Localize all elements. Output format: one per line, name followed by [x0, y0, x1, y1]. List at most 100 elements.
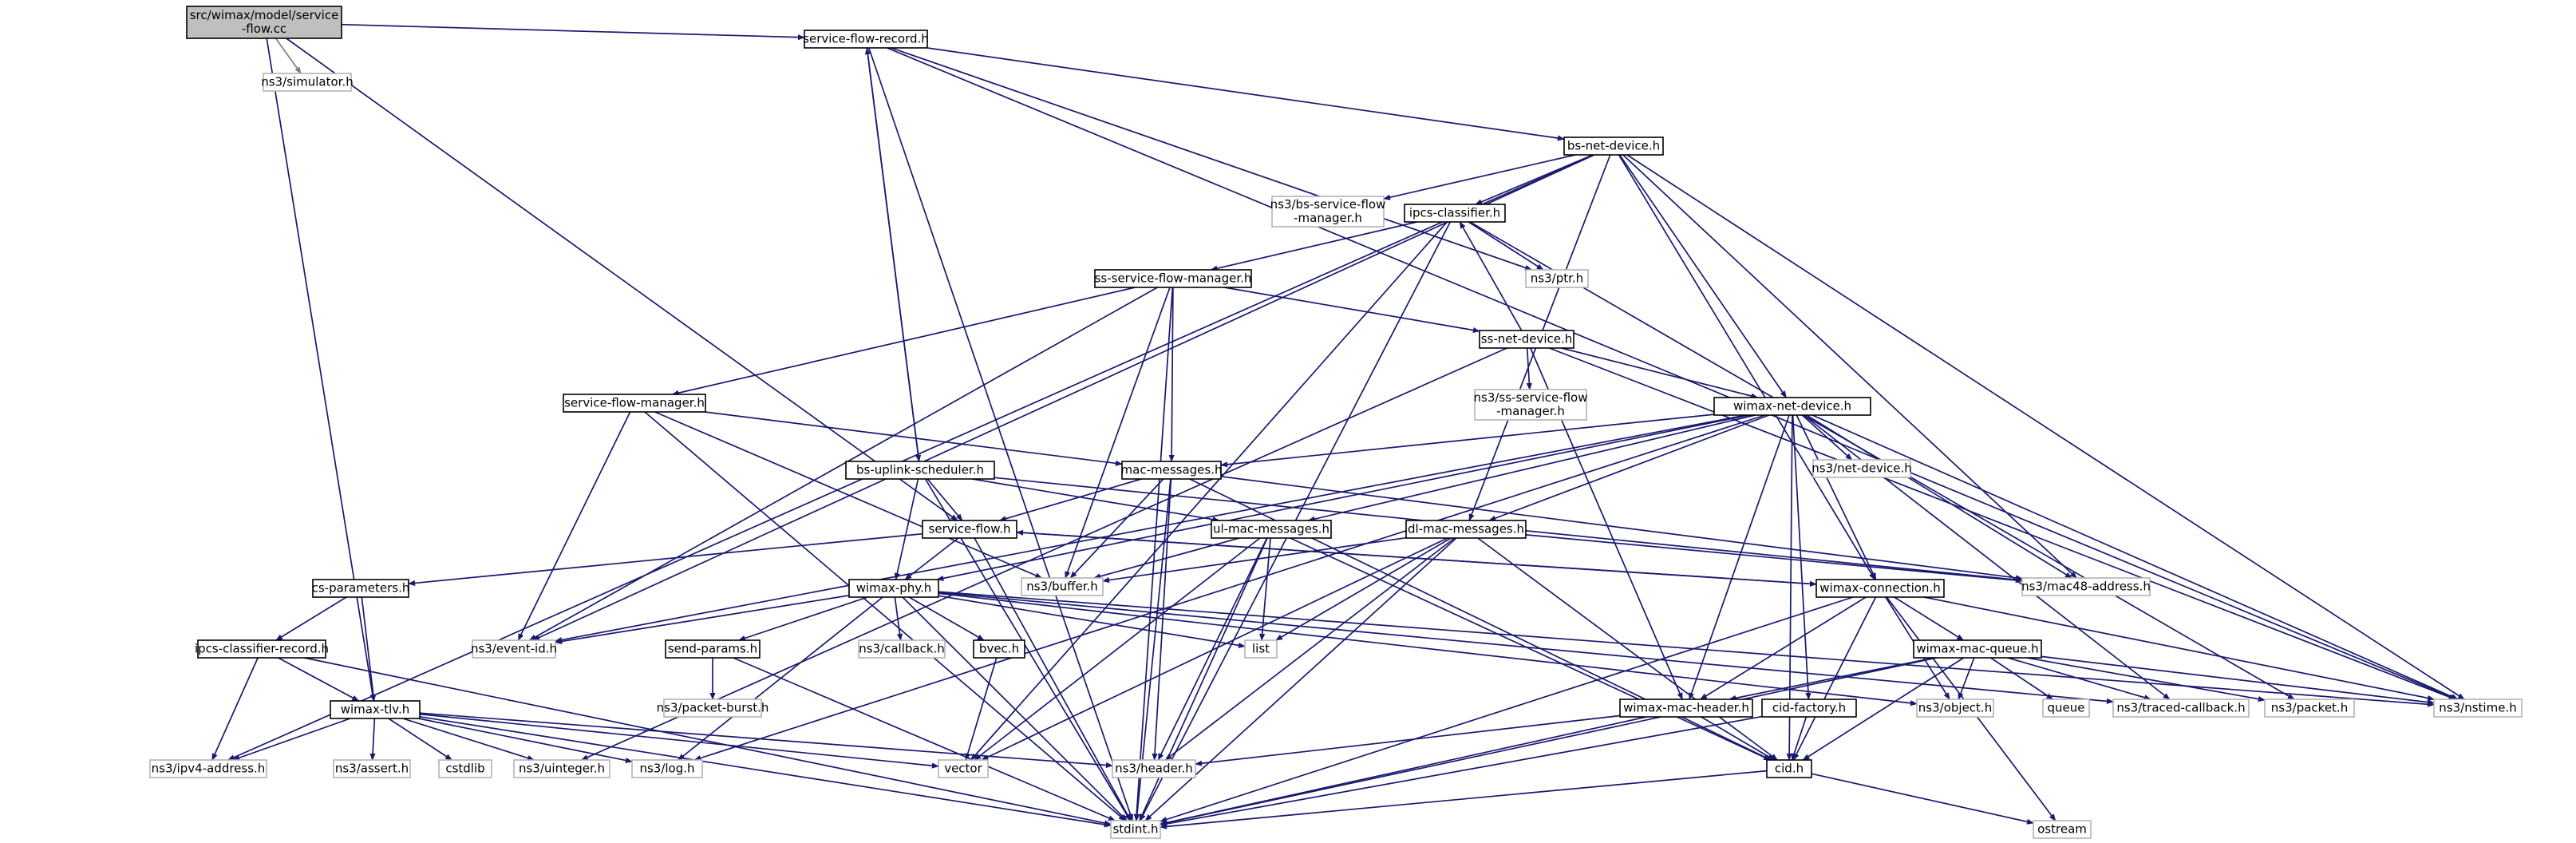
edge-wimaxphy-to-sendparams — [738, 596, 868, 641]
edge-sfm-to-stdint — [644, 411, 1126, 821]
node-cidfactory[interactable]: cid-factory.h — [1761, 699, 1857, 718]
node-csparams[interactable]: cs-parameters.h — [312, 579, 410, 598]
node-label: -flow.cc — [242, 22, 286, 36]
node-bsnet[interactable]: bs-net-device.h — [1563, 137, 1664, 156]
node-list[interactable]: list — [1244, 639, 1278, 659]
edge-wimaxnet-to-cidfactory — [1792, 414, 1811, 700]
node-label: wimax-tlv.h — [341, 702, 410, 717]
node-macmsg[interactable]: mac-messages.h — [1121, 461, 1223, 480]
node-ostream[interactable]: ostream — [2033, 820, 2092, 839]
node-macheader[interactable]: wimax-mac-header.h — [1619, 699, 1753, 718]
edge-csparams-to-ipcsrec — [275, 596, 347, 641]
node-sssfmgr[interactable]: ns3/ss-service-flow-manager.h — [1474, 389, 1588, 421]
node-queue[interactable]: queue — [2042, 699, 2090, 718]
edge-wimaxnet-to-macmsg — [1220, 414, 1715, 468]
node-log[interactable]: ns3/log.h — [631, 759, 703, 778]
node-assert[interactable]: ns3/assert.h — [333, 759, 411, 778]
node-ptr[interactable]: ns3/ptr.h — [1525, 269, 1589, 288]
edge-sfrecord-to-ptr — [891, 47, 1533, 271]
edge-tlv-to-uinteger — [402, 718, 535, 761]
node-mac48[interactable]: ns3/mac48-address.h — [2021, 577, 2151, 596]
edge-bsnet-to-wimaxnet — [1618, 154, 1788, 398]
node-label: ns3/packet.h — [2271, 701, 2348, 715]
edge-wimaxphy-to-nstime — [938, 591, 2435, 707]
edge-bsnet-to-mac48 — [1622, 154, 2077, 579]
node-nstime[interactable]: ns3/nstime.h — [2433, 699, 2523, 718]
node-label: ss-service-flow-manager.h — [1095, 271, 1252, 286]
node-sfrecord[interactable]: service-flow-record.h — [803, 30, 929, 49]
node-label: service-flow.h — [929, 522, 1011, 536]
node-dlmac[interactable]: dl-mac-messages.h — [1405, 520, 1527, 539]
node-label: ns3/traced-callback.h — [2116, 701, 2245, 715]
node-wimaxphy[interactable]: wimax-phy.h — [848, 579, 939, 598]
edge-bsup-to-ulmac — [972, 478, 1220, 523]
node-label: cs-parameters.h — [312, 581, 410, 596]
edge-wimaxnet-to-netdevice — [1801, 414, 1853, 461]
node-packet[interactable]: ns3/packet.h — [2264, 699, 2355, 718]
node-buffer[interactable]: ns3/buffer.h — [1021, 577, 1104, 596]
edge-dlmac-to-list — [1275, 537, 1452, 641]
node-traced[interactable]: ns3/traced-callback.h — [2112, 699, 2250, 718]
node-sssfm[interactable]: ss-service-flow-manager.h — [1094, 269, 1252, 288]
node-label: list — [1252, 642, 1270, 656]
node-label: ss-net-device.h — [1481, 332, 1573, 346]
node-label: wimax-phy.h — [856, 581, 932, 596]
edge-dlmac-to-stdint — [1144, 537, 1457, 821]
edge-sfrecord-to-nstime — [887, 47, 2458, 700]
edge-sfm-to-buffer — [654, 411, 1043, 579]
node-ipv4[interactable]: ns3/ipv4-address.h — [149, 759, 267, 778]
edge-root-to-sfrecord — [341, 23, 805, 41]
node-label: ns3/packet-burst.h — [657, 701, 769, 715]
node-vector[interactable]: vector — [938, 759, 989, 778]
edge-wimaxphy-to-stdint — [902, 596, 1128, 821]
node-stdint[interactable]: stdint.h — [1110, 820, 1161, 839]
node-wimaxnet[interactable]: wimax-net-device.h — [1713, 397, 1871, 416]
node-label: ns3/uinteger.h — [519, 762, 605, 776]
node-object[interactable]: ns3/object.h — [1916, 699, 1994, 718]
node-label: cstdlib — [445, 762, 484, 776]
node-label: -manager.h — [1294, 211, 1362, 225]
edge-root-to-simulator — [275, 38, 302, 74]
node-wimaxconn[interactable]: wimax-connection.h — [1815, 579, 1945, 598]
edge-ipcsrec-to-stdint — [304, 657, 1112, 826]
node-ipcsrec[interactable]: ipcs-classifier-record.h — [195, 639, 329, 659]
node-label: -manager.h — [1496, 404, 1565, 418]
node-callback[interactable]: ns3/callback.h — [858, 639, 946, 659]
node-sfm[interactable]: service-flow-manager.h — [563, 394, 706, 413]
node-label: ul-mac-messages.h — [1213, 522, 1329, 536]
node-bvec[interactable]: bvec.h — [973, 639, 1025, 659]
edge-sfrecord-to-bsnet — [926, 47, 1565, 141]
edge-ssnet-to-sssfmgr — [1526, 347, 1532, 390]
node-label: dl-mac-messages.h — [1408, 522, 1524, 536]
node-sendparams[interactable]: send-params.h — [665, 639, 761, 659]
edge-wimaxconn-to-macheader — [1700, 596, 1867, 700]
node-label: ns3/log.h — [639, 762, 694, 776]
node-cid[interactable]: cid.h — [1766, 759, 1812, 778]
node-netdevice[interactable]: ns3/net-device.h — [1811, 459, 1912, 478]
edge-bvec-to-vector — [965, 657, 998, 761]
node-ulmac[interactable]: ul-mac-messages.h — [1211, 520, 1332, 539]
node-packetburst[interactable]: ns3/packet-burst.h — [657, 699, 769, 718]
node-root[interactable]: src/wimax/model/service-flow.cc — [186, 6, 342, 39]
edge-macqueue-to-traced — [2007, 657, 2151, 701]
node-header[interactable]: ns3/header.h — [1112, 759, 1196, 778]
edge-wimaxnet-to-wimaxconn — [1796, 414, 1877, 580]
edge-sssfm-to-stdint — [1133, 287, 1174, 821]
node-bsup[interactable]: bs-uplink-scheduler.h — [845, 461, 995, 480]
node-label: stdint.h — [1112, 822, 1158, 837]
node-cstdlib[interactable]: cstdlib — [438, 759, 492, 778]
node-tlv[interactable]: wimax-tlv.h — [330, 700, 421, 719]
edge-sfm-to-macmsg — [704, 411, 1123, 466]
node-ipcs[interactable]: ipcs-classifier.h — [1404, 204, 1506, 223]
node-macqueue[interactable]: wimax-mac-queue.h — [1913, 639, 2042, 659]
edge-dlmac-to-vector — [981, 537, 1448, 761]
node-eventid[interactable]: ns3/event-id.h — [471, 639, 557, 659]
node-simulator[interactable]: ns3/simulator.h — [261, 73, 354, 92]
node-bssfm[interactable]: ns3/bs-service-flow-manager.h — [1270, 196, 1386, 228]
node-ssnet[interactable]: ss-net-device.h — [1479, 330, 1574, 349]
edge-wimaxconn-to-nstime — [1923, 596, 2435, 701]
node-uinteger[interactable]: ns3/uinteger.h — [513, 759, 610, 778]
edge-macheader-to-cid — [1701, 716, 1776, 761]
edge-wimaxnet-to-log — [693, 414, 1766, 761]
node-sflow[interactable]: service-flow.h — [922, 520, 1017, 539]
